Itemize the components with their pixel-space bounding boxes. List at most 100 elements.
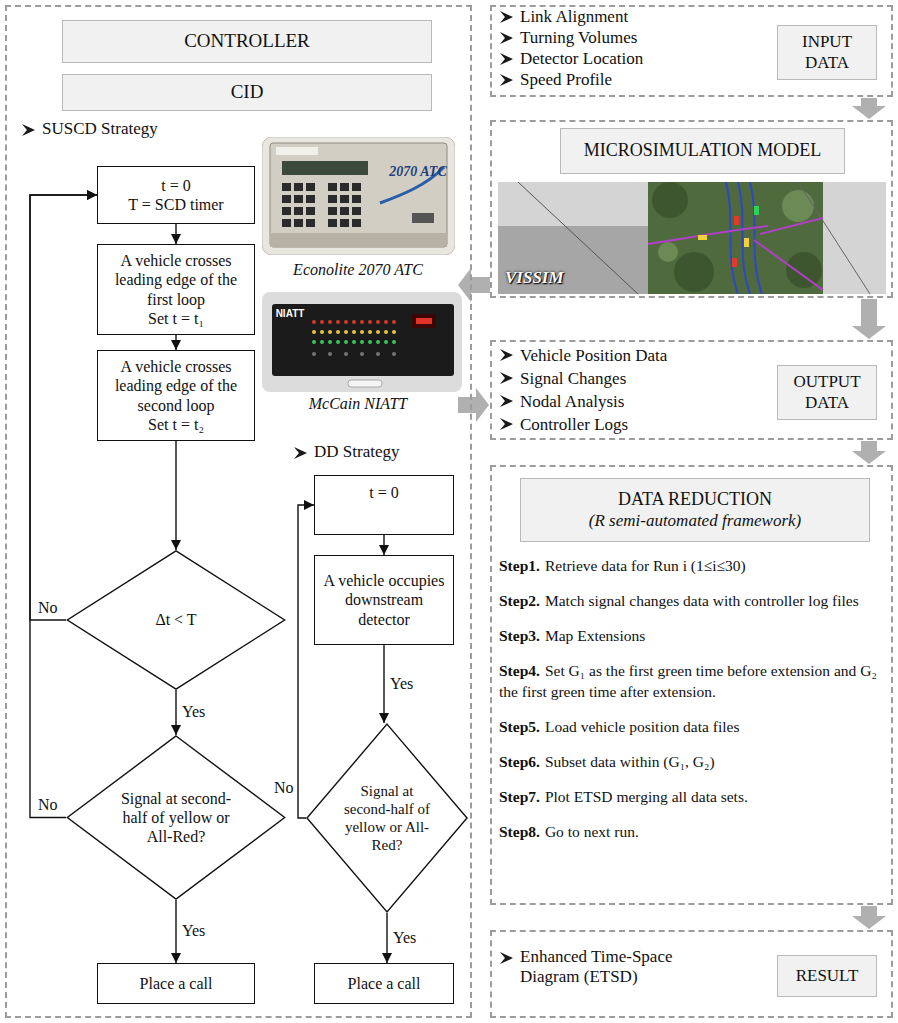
- step-line: Step6.Subset data within (G₁, G₂): [499, 752, 887, 772]
- bullet-item: Nodal Analysis: [498, 390, 768, 413]
- device-keypad: [282, 183, 361, 227]
- step-number: Step2.: [499, 592, 540, 609]
- photo-frame: [262, 137, 455, 255]
- branch-label: Yes: [180, 703, 207, 721]
- text-block: A vehicle crosses leading edge of the fi…: [103, 251, 249, 328]
- box-label: Place a call: [140, 974, 213, 993]
- block-arrow: [852, 98, 886, 119]
- box-label: CID: [231, 81, 264, 104]
- arrowhead: [87, 190, 97, 200]
- branch-label: Yes: [180, 922, 207, 940]
- connector-line: [298, 505, 314, 818]
- step-number: Step3.: [499, 627, 540, 644]
- bullet-item: Enhanced Time-Space Diagram (ETSD): [498, 947, 733, 987]
- text-anchor: DD Strategy: [292, 442, 399, 462]
- stage-box: RESULT: [777, 955, 877, 997]
- photo-caption: Econolite 2070 ATC: [293, 261, 423, 279]
- bullet-item: Turning Volumes: [498, 27, 768, 48]
- text-block: Δt < T: [112, 610, 240, 629]
- bullet-item: Speed Profile: [498, 69, 768, 90]
- bullet-item: Signal Changes: [498, 367, 768, 390]
- branch-label: Yes: [388, 675, 415, 693]
- display-digits: [416, 318, 432, 324]
- block-arrow-shape: [458, 388, 489, 422]
- bullet-item: Link Alignment: [498, 6, 768, 27]
- flow-arrow: [30, 190, 97, 620]
- flow-arrow: [171, 224, 181, 244]
- controller-photo: [262, 137, 455, 255]
- map-link: [798, 182, 870, 294]
- step-text: Go to next run.: [545, 823, 639, 840]
- cable-plug: [348, 380, 382, 387]
- step-line: Step1.Retrieve data for Run i (1≤i≤30): [499, 556, 887, 576]
- arrowhead: [87, 190, 97, 200]
- text-block: CID: [231, 81, 264, 104]
- connector-line: [383, 645, 384, 723]
- block-arrow-shape: [852, 98, 886, 119]
- branch-label: No: [272, 779, 296, 797]
- connector-line: [30, 195, 97, 818]
- diamond-outline: [67, 551, 284, 689]
- box-label: MICROSIMULATION MODEL: [584, 140, 822, 162]
- data-reduction-panel: Step1.Retrieve data for Run i (1≤i≤30) St…: [490, 465, 893, 905]
- device-logo: 2070 ATC: [389, 164, 446, 180]
- process-box: t = 0: [314, 475, 454, 535]
- step-text: Map Extensions: [545, 627, 645, 644]
- branch-label: Yes: [391, 929, 418, 947]
- device-body: [272, 304, 454, 376]
- aerial-image: [648, 182, 823, 294]
- photo-frame: [262, 292, 462, 392]
- box-label: CONTROLLER: [184, 30, 310, 53]
- stage-box: OUTPUT DATA: [777, 365, 877, 420]
- road-links: [648, 182, 823, 294]
- process-box: A vehicle crosses leading edge of the se…: [97, 350, 255, 441]
- box-label: Set t = t₂: [103, 415, 249, 434]
- box-label: Set t = t₁: [103, 309, 249, 328]
- controller-panel: SUSCD Strategy DD Strategy CONTROLLER CID t …: [5, 5, 472, 1018]
- arrowhead: [171, 234, 181, 244]
- step-text: Retrieve data for Run i (1≤i≤30): [545, 557, 746, 574]
- step-line: Step7.Plot ETSD merging all data sets.: [499, 787, 887, 807]
- simulation-panel: VISSIM MICROSIMULATION MODEL: [490, 120, 893, 298]
- text-block: Signal at second-half of yellow or All-R…: [340, 782, 434, 854]
- flow-arrow: [298, 500, 314, 818]
- device-port: [412, 213, 434, 223]
- block-arrow: [458, 388, 489, 422]
- box-label: OUTPUT DATA: [783, 372, 871, 413]
- step-line: Step8.Go to next run.: [499, 822, 887, 842]
- text-anchor: SUSCD Strategy: [20, 119, 158, 139]
- step-text: Set G₁ as the first green time before ex…: [499, 662, 877, 699]
- text-block: t = 0T = SCD timer: [128, 176, 223, 214]
- bullet-list: Link AlignmentTurning VolumesDetector Lo…: [498, 6, 768, 90]
- step-line: Step4.Set G₁ as the first green time bef…: [499, 661, 887, 701]
- block-arrow: [458, 268, 490, 302]
- block-arrow-shape: [852, 299, 886, 339]
- text-anchor: VISSIM: [505, 268, 564, 288]
- text-block: DATA REDUCTION(R semi-automated framewor…: [589, 489, 801, 531]
- text-block: A vehicle occupies downstream detector: [320, 571, 448, 629]
- step-text: Load vehicle position data files: [545, 718, 740, 735]
- box-label: A vehicle crosses leading edge of the se…: [103, 357, 249, 415]
- arrowhead: [171, 340, 181, 350]
- step-text: Plot ETSD merging all data sets.: [545, 788, 748, 805]
- bullet-item: Detector Location: [498, 48, 768, 69]
- step-number: Step4.: [499, 662, 540, 679]
- box-label: t = 0: [128, 176, 223, 195]
- stage-box: MICROSIMULATION MODEL: [560, 128, 845, 174]
- strategy-heading: SUSCD Strategy: [20, 119, 158, 139]
- text-block: Signal at second-half of yellow or All-R…: [112, 789, 240, 847]
- block-arrow: [852, 299, 886, 339]
- process-box: A vehicle crosses leading edge of the fi…: [97, 244, 255, 335]
- text-anchor: Enhanced Time-Space Diagram (ETSD): [498, 947, 733, 987]
- text-block: Place a call: [348, 974, 421, 993]
- box-label: Place a call: [348, 974, 421, 993]
- device-plate: [276, 147, 318, 155]
- device-display: [282, 161, 368, 175]
- header-box: CID: [62, 74, 432, 111]
- box-label: T = SCD timer: [128, 195, 223, 214]
- box-label: A vehicle crosses leading edge of the fi…: [103, 251, 249, 309]
- decision-diamond: Signal at second-half of yellow or All-R…: [66, 735, 286, 900]
- block-arrow: [852, 441, 886, 464]
- step-line: Step3. Map Extensions: [499, 626, 887, 646]
